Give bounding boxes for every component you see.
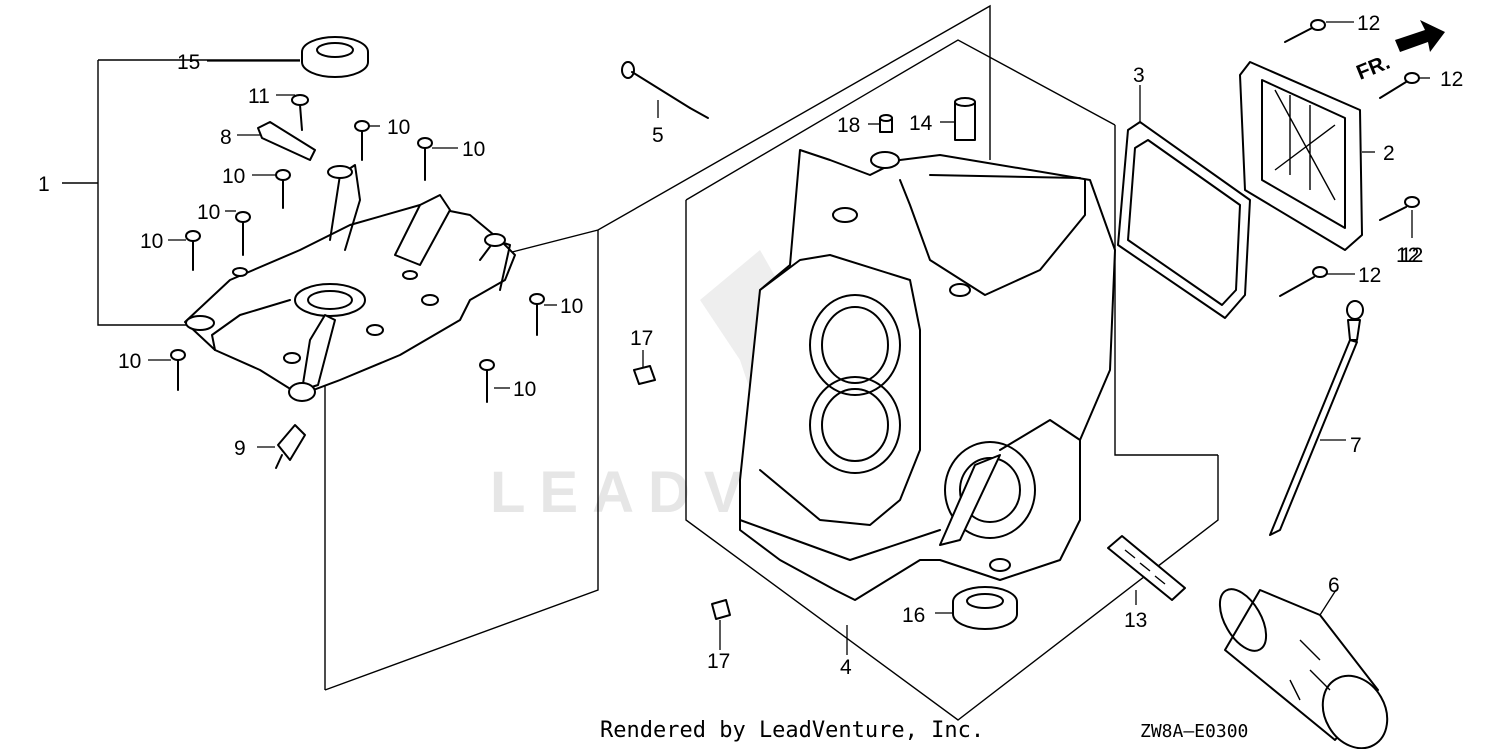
gasket-part <box>1117 121 1251 319</box>
callout-label: 12 <box>1396 244 1419 267</box>
callout-label: 11 <box>248 85 270 108</box>
callout-label: 12 <box>1400 244 1423 267</box>
callout-label: 15 <box>177 51 200 74</box>
cylinder-block-part <box>739 149 1116 601</box>
front-direction-arrow: FR. <box>1353 20 1445 85</box>
callout-label: 8 <box>220 126 232 149</box>
breather-cover-part <box>1239 61 1363 251</box>
callout-label: 2 <box>1383 142 1395 165</box>
callout-label: 5 <box>652 124 664 147</box>
callout-label: 17 <box>630 327 653 350</box>
dipstick-part <box>1269 300 1364 536</box>
assembly-outlines <box>62 4 1219 721</box>
callout-label: 13 <box>1124 609 1147 632</box>
callout-label: 10 <box>140 230 163 253</box>
callout-labels: 1 2 3 4 5 6 7 8 9 10 10 10 10 10 10 10 1… <box>38 12 1463 679</box>
callout-label: 10 <box>387 116 410 139</box>
callout-label: 4 <box>840 656 852 679</box>
oil-seal-parts <box>301 36 1018 630</box>
leader-lines <box>148 21 1430 655</box>
callout-label: 12 <box>1357 12 1380 35</box>
callout-label: 14 <box>909 112 933 135</box>
callout-label: 10 <box>222 165 245 188</box>
callout-label: 6 <box>1328 574 1340 597</box>
callout-label: 1 <box>38 173 50 196</box>
long-bolt-part <box>621 61 709 119</box>
callout-label: 10 <box>513 378 536 401</box>
callout-label: 10 <box>560 295 583 318</box>
callout-label: 9 <box>234 437 246 460</box>
callout-label: 3 <box>1133 64 1145 87</box>
oil-filter-part <box>1218 588 1389 749</box>
callout-label: 17 <box>707 650 730 673</box>
callout-label: 10 <box>118 350 141 373</box>
stud-part <box>1107 535 1186 601</box>
callout-label: 18 <box>837 114 860 137</box>
direction-label: FR. <box>1353 51 1393 85</box>
diagram-code: ZW8A–E0300 <box>1140 721 1248 742</box>
callout-label: 10 <box>197 201 220 224</box>
footer-credit: Rendered by LeadVenture, Inc. <box>600 718 984 743</box>
callout-label: 12 <box>1440 68 1463 91</box>
callout-label: 12 <box>1358 264 1381 287</box>
dowel-parts <box>633 97 976 620</box>
callout-label: 7 <box>1350 434 1362 457</box>
crankcase-cover-part <box>184 164 516 402</box>
callout-label: 10 <box>462 138 485 161</box>
callout-label: 16 <box>902 604 925 627</box>
small-parts <box>257 94 316 469</box>
